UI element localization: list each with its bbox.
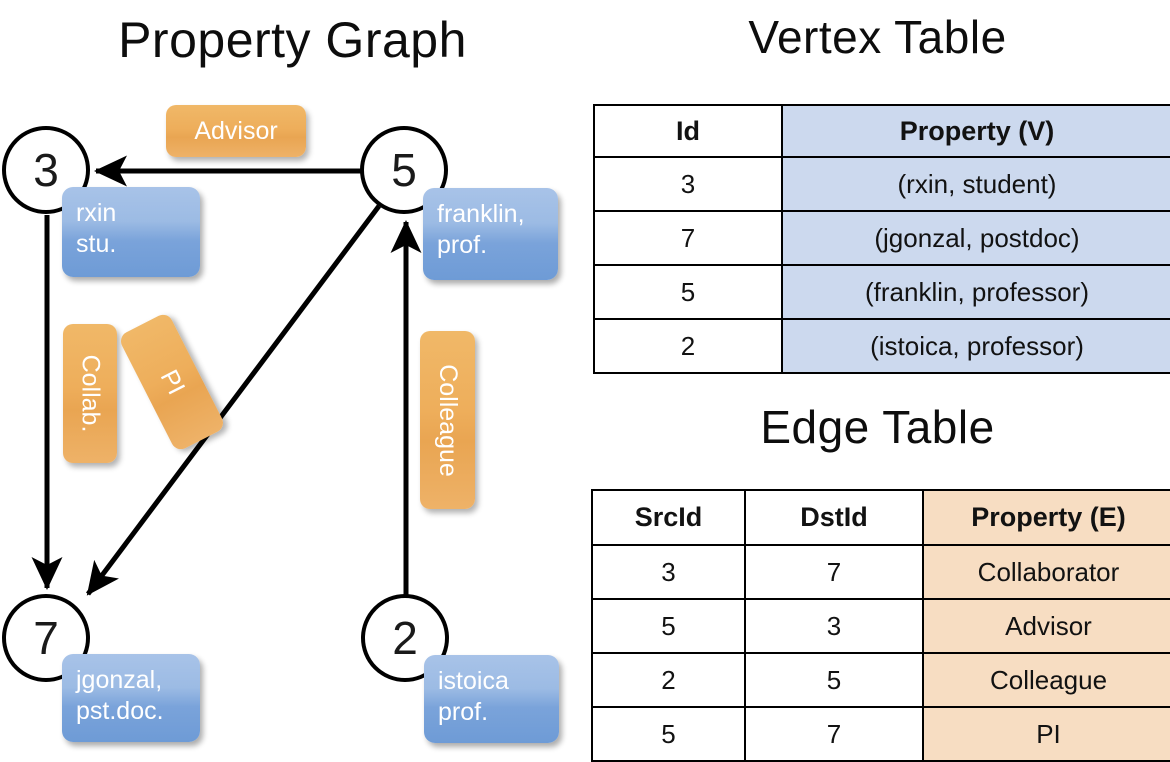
edge-row-0-src: 3 [591,544,746,600]
edge-table-header-row: SrcId DstId Property (E) [591,489,1170,546]
edge-row-2-src: 2 [591,652,746,708]
section-title-edge-table: Edge Table [760,401,995,453]
edge-row-2-property: Colleague [922,652,1170,708]
table-row: 3 (rxin, student) [593,156,1170,212]
edge-row-0-dst: 7 [744,544,924,600]
node-property-7-line2: pst.doc. [76,697,164,725]
vertex-table-header-row: Id Property (V) [593,104,1170,158]
vertex-row-3-id: 2 [593,318,783,374]
edge-label-advisor: Advisor [166,105,306,157]
table-row: 7 (jgonzal, postdoc) [593,210,1170,266]
node-property-callout-2: istoica prof. [424,655,559,743]
graph-node-5-label: 5 [391,144,417,196]
table-row: 3 7 Collaborator [591,544,1170,600]
graph-node-3-label: 3 [33,144,59,196]
node-property-3-line2: stu. [76,230,117,258]
vertex-row-2-id: 5 [593,264,783,320]
edge-row-1-dst: 3 [744,598,924,654]
graph-node-2-label: 2 [392,612,418,664]
graph-node-5[interactable]: 5 [360,126,448,214]
vertex-row-0-id: 3 [593,156,783,212]
edge-label-colleague-text: Colleague [434,363,462,477]
vertex-table: Id Property (V) 3 (rxin, student) 7 (jgo… [593,104,1170,374]
node-property-callout-3: rxin stu. [62,187,200,277]
table-row: 5 7 PI [591,706,1170,762]
vertex-row-1-property: (jgonzal, postdoc) [781,210,1170,266]
table-row: 5 (franklin, professor) [593,264,1170,320]
page-title-property-graph: Property Graph [118,12,467,68]
edge-arrow-5-to-7 [86,204,381,596]
node-property-5-line1: franklin, [437,200,525,228]
edge-label-colleague: Colleague [420,331,475,509]
graph-node-2[interactable]: 2 [361,594,449,682]
edge-table: SrcId DstId Property (E) 3 7 Collaborato… [591,489,1170,762]
node-property-2-line1: istoica [438,667,509,695]
table-row: 2 5 Colleague [591,652,1170,708]
node-property-2-line2: prof. [438,698,489,726]
edge-row-1-src: 5 [591,598,746,654]
vertex-table-header-property: Property (V) [781,104,1170,158]
edge-label-collab: Collab. [63,324,117,463]
node-property-3-line1: rxin [76,199,117,227]
edge-label-advisor-text: Advisor [194,116,278,145]
edge-table-header-property: Property (E) [922,489,1170,546]
property-graph-diagram: Advisor Collab. PI Colleague 3 5 7 2 rxi… [0,0,585,760]
vertex-row-1-id: 7 [593,210,783,266]
node-property-callout-7: jgonzal, pst.doc. [62,654,200,742]
edge-label-collab-text: Collab. [76,354,105,433]
edge-row-3-property: PI [922,706,1170,762]
node-property-callout-5: franklin, prof. [423,188,558,280]
vertex-row-3-property: (istoica, professor) [781,318,1170,374]
edge-row-3-dst: 7 [744,706,924,762]
graph-node-7-label: 7 [33,612,59,664]
vertex-row-0-property: (rxin, student) [781,156,1170,212]
edge-label-pi-text: PI [154,364,191,399]
edge-table-header-srcid: SrcId [591,489,746,546]
edge-row-0-property: Collaborator [922,544,1170,600]
edge-row-1-property: Advisor [922,598,1170,654]
section-title-vertex-table: Vertex Table [748,11,1007,63]
node-property-5-line2: prof. [437,231,488,259]
edge-row-2-dst: 5 [744,652,924,708]
vertex-table-header-id: Id [593,104,783,158]
edge-table-header-dstid: DstId [744,489,924,546]
graph-edge-arrows [31,155,422,600]
vertex-row-2-property: (franklin, professor) [781,264,1170,320]
table-row: 2 (istoica, professor) [593,318,1170,374]
node-property-7-line1: jgonzal, [76,666,163,694]
table-row: 5 3 Advisor [591,598,1170,654]
edge-row-3-src: 5 [591,706,746,762]
